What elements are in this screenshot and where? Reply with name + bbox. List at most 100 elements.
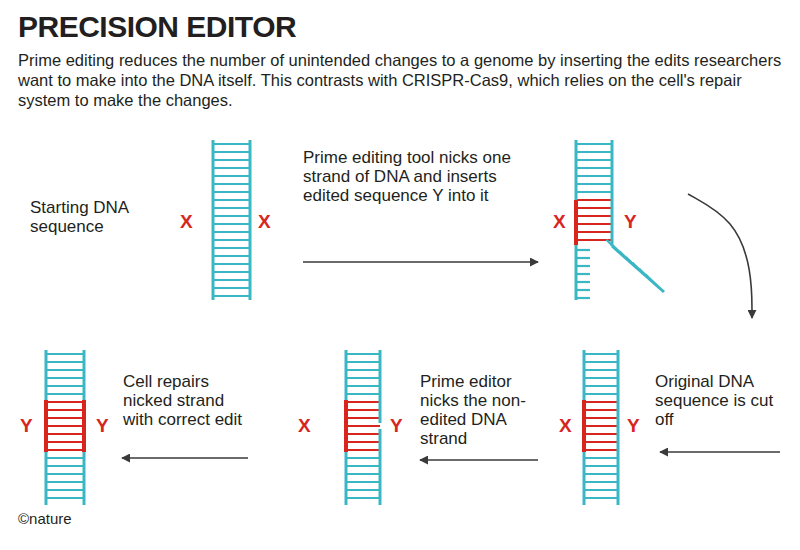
- base-pair: [213, 151, 250, 153]
- base-pair: [576, 257, 590, 259]
- base-pair: [46, 377, 84, 379]
- base-pair: [213, 287, 250, 289]
- base-pair: [213, 263, 250, 265]
- strand-label: X: [298, 416, 311, 435]
- base-pair: [346, 361, 380, 363]
- step-label: Starting DNA sequence: [30, 198, 170, 236]
- dna-strand: [611, 140, 614, 246]
- base-pair: [213, 199, 250, 201]
- base-pair: [346, 425, 380, 427]
- base-pair: [576, 281, 590, 283]
- base-pair: [584, 481, 618, 483]
- base-pair: [213, 231, 250, 233]
- base-pair: [576, 223, 612, 225]
- base-pair: [576, 207, 612, 209]
- base-pair: [584, 377, 618, 379]
- base-pair: [213, 279, 250, 281]
- base-pair: [46, 481, 84, 483]
- base-pair: [576, 151, 612, 153]
- base-pair: [46, 401, 84, 403]
- strand-label: X: [258, 212, 271, 231]
- base-pair: [213, 183, 250, 185]
- base-pair: [213, 271, 250, 273]
- base-pair: [346, 489, 380, 491]
- base-pair: [576, 249, 590, 251]
- dna-strand: [44, 400, 48, 452]
- base-pair: [576, 273, 590, 275]
- base-pair: [576, 191, 612, 193]
- base-pair: [46, 369, 84, 371]
- dna-strand: [582, 400, 586, 452]
- base-pair: [46, 433, 84, 435]
- strand-label: Y: [96, 416, 109, 435]
- dna-strand: [574, 200, 578, 245]
- dna-strand: [45, 452, 48, 505]
- dna-strand: [83, 350, 86, 400]
- strand-label: X: [553, 212, 566, 231]
- base-pair: [46, 473, 84, 475]
- base-pair: [576, 265, 590, 267]
- base-pair: [576, 297, 590, 299]
- base-pair: [213, 239, 250, 241]
- base-pair: [213, 159, 250, 161]
- base-pair: [213, 223, 250, 225]
- base-pair: [584, 465, 618, 467]
- base-pair: [576, 289, 590, 291]
- base-pair: [584, 353, 618, 355]
- strand-label: X: [559, 416, 572, 435]
- base-pair: [584, 473, 618, 475]
- base-pair: [46, 489, 84, 491]
- base-pair: [584, 393, 618, 395]
- dna-strand: [646, 274, 658, 286]
- caption: Prime editing reduces the number of unin…: [18, 50, 788, 110]
- base-pair: [46, 425, 84, 427]
- base-pair: [346, 417, 380, 419]
- strand-label: Y: [624, 212, 637, 231]
- base-pair: [346, 369, 380, 371]
- base-pair: [213, 295, 250, 297]
- dna-strand: [345, 452, 348, 505]
- step-label: Prime editing tool nicks one strand of D…: [303, 148, 541, 205]
- base-pair: [346, 377, 380, 379]
- flow-arrow: [122, 457, 248, 459]
- base-pair: [576, 215, 612, 217]
- flow-arrow: [688, 194, 752, 318]
- dna-strand: [379, 350, 382, 423]
- base-pair: [46, 449, 84, 451]
- base-pair: [576, 167, 612, 169]
- base-pair: [346, 457, 380, 459]
- step-label: Prime editor nicks the non-edited DNA st…: [420, 372, 542, 448]
- base-pair: [584, 425, 618, 427]
- base-pair: [346, 465, 380, 467]
- base-pair: [584, 497, 618, 499]
- dna-strand: [45, 350, 48, 400]
- base-pair: [346, 353, 380, 355]
- step-label: Cell repairs nicked strand with correct …: [123, 372, 245, 429]
- title: PRECISION EDITOR: [18, 12, 296, 42]
- base-pair: [584, 433, 618, 435]
- base-pair: [346, 497, 380, 499]
- flow-arrow: [420, 459, 538, 461]
- dna-strand: [583, 452, 586, 505]
- base-pair: [213, 167, 250, 169]
- dna-strand: [249, 140, 252, 300]
- base-pair: [576, 199, 612, 201]
- base-pair: [213, 175, 250, 177]
- base-pair: [576, 175, 612, 177]
- base-pair: [46, 497, 84, 499]
- base-pair: [46, 465, 84, 467]
- dna-strand: [575, 245, 578, 300]
- base-pair: [346, 449, 380, 451]
- base-pair: [584, 449, 618, 451]
- base-pair: [346, 433, 380, 435]
- dna-strand: [212, 140, 215, 300]
- base-pair: [584, 441, 618, 443]
- base-pair: [346, 481, 380, 483]
- base-pair: [346, 473, 380, 475]
- base-pair: [584, 401, 618, 403]
- base-pair: [584, 457, 618, 459]
- base-pair: [576, 231, 612, 233]
- base-pair: [576, 143, 612, 145]
- base-pair: [46, 385, 84, 387]
- base-pair: [46, 393, 84, 395]
